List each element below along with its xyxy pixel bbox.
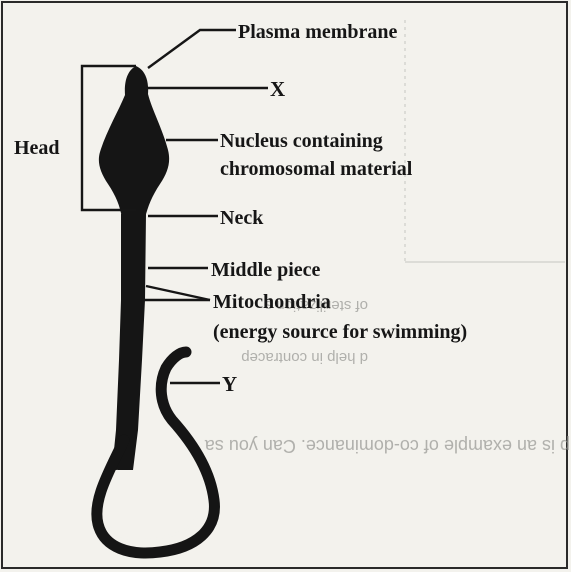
middle-piece-label: Middle piece: [211, 259, 321, 281]
x-label: X: [270, 77, 285, 101]
neck-callout: Neck: [148, 207, 264, 229]
middle-piece-callout: Middle piece: [148, 259, 321, 281]
plasma-membrane-callout: Plasma membrane: [148, 21, 398, 68]
show-through-line-3: p is an example of co-dominance. Can you…: [204, 436, 570, 456]
head-label: Head: [14, 137, 60, 159]
sperm-middle-piece: [112, 214, 146, 470]
mitochondria-label: Mitochondria: [213, 291, 331, 313]
nucleus-callout: Nucleus containing chromosomal material: [166, 130, 413, 180]
sperm-tail-inner: [106, 470, 200, 540]
nucleus-label-line1: Nucleus containing: [220, 130, 383, 152]
neck-label: Neck: [220, 207, 264, 229]
show-through-line-2: d help in contracep: [241, 349, 368, 366]
x-callout: X: [148, 77, 285, 101]
y-callout: Y: [170, 372, 237, 396]
energy-source-label: (energy source for swimming): [213, 321, 467, 343]
y-label: Y: [222, 372, 237, 396]
show-through-layer: of sterilization s d help in contracep p…: [204, 20, 570, 456]
nucleus-label-line2: chromosomal material: [220, 158, 413, 180]
plasma-membrane-label: Plasma membrane: [238, 21, 398, 43]
